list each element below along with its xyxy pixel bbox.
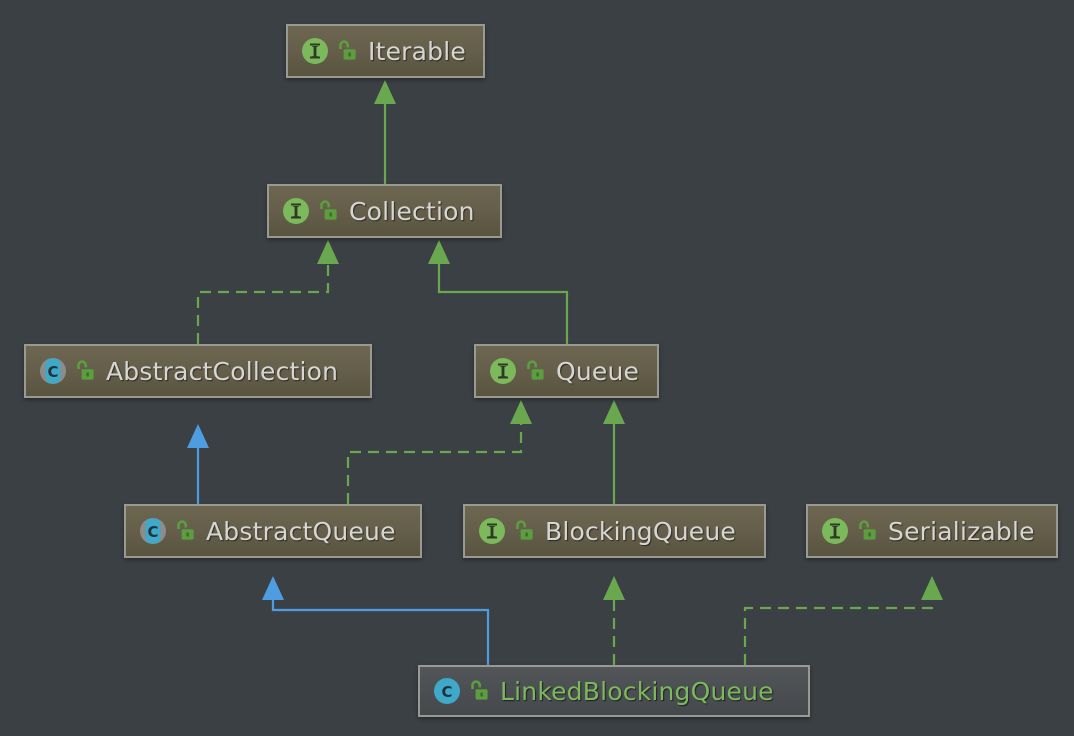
class-node-queue[interactable]: I Queue (474, 344, 659, 398)
edge-arrowhead (374, 80, 396, 104)
interface-icon: I (281, 196, 311, 226)
svg-text:I: I (292, 203, 299, 221)
edge-queue-to-collection (428, 240, 569, 344)
svg-text:I: I (499, 363, 506, 381)
edge-blocking-queue-to-queue (603, 400, 625, 504)
interface-icon: I (300, 36, 330, 66)
edge-abstract-queue-to-abstract-collection (187, 424, 209, 504)
class-node-iterable[interactable]: I Iterable (286, 24, 485, 78)
class-node-label: AbstractQueue (206, 516, 396, 546)
edge-line (196, 248, 330, 344)
edge-arrowhead (262, 576, 284, 600)
edge-line (743, 584, 934, 665)
interface-icon: I (477, 516, 507, 546)
unlocked-padlock-icon (524, 359, 546, 383)
interface-icon: I (820, 516, 850, 546)
svg-text:I: I (311, 43, 318, 61)
class-node-label: AbstractCollection (106, 356, 339, 386)
class-icon: C (432, 676, 462, 706)
unlocked-padlock-icon (317, 199, 339, 223)
unlocked-padlock-icon (468, 679, 490, 703)
class-node-serializable[interactable]: I Serializable (806, 504, 1058, 558)
svg-text:C: C (47, 363, 58, 381)
unlocked-padlock-icon (336, 39, 358, 63)
class-node-label: Iterable (368, 36, 466, 66)
class-node-label: LinkedBlockingQueue (500, 676, 774, 706)
edge-line (271, 584, 490, 665)
edge-arrowhead (428, 240, 450, 264)
unlocked-padlock-icon (74, 359, 96, 383)
class-node-abstract-queue[interactable]: C AbstractQueue (124, 504, 422, 558)
edge-abstract-queue-to-queue (346, 400, 532, 504)
edge-linked-blocking-queue-to-abstract-queue (262, 576, 490, 665)
abstract-class-icon: C (138, 516, 168, 546)
edge-arrowhead (603, 576, 625, 600)
class-node-label: Serializable (888, 516, 1035, 546)
unlocked-padlock-icon (174, 519, 196, 543)
class-node-label: Queue (556, 356, 640, 386)
class-node-abstract-collection[interactable]: C AbstractCollection (24, 344, 372, 398)
edge-linked-blocking-queue-to-serializable (743, 576, 943, 665)
edge-arrowhead (317, 240, 339, 264)
edge-line (346, 408, 523, 504)
svg-text:C: C (147, 523, 158, 541)
svg-text:C: C (441, 683, 452, 701)
edge-collection-to-iterable (374, 80, 396, 184)
class-node-linked-blocking-queue[interactable]: C LinkedBlockingQueue (418, 665, 810, 717)
unlocked-padlock-icon (513, 519, 535, 543)
class-node-collection[interactable]: I Collection (267, 184, 502, 238)
edge-arrowhead (187, 424, 209, 448)
edge-arrowhead (921, 576, 943, 600)
edge-arrowhead (510, 400, 532, 424)
abstract-class-icon: C (38, 356, 68, 386)
edge-line (437, 248, 569, 344)
svg-text:I: I (831, 523, 838, 541)
edge-abstract-collection-to-collection (196, 240, 339, 344)
edge-linked-blocking-queue-to-blocking-queue (603, 576, 625, 665)
unlocked-padlock-icon (856, 519, 878, 543)
svg-text:I: I (488, 523, 495, 541)
class-node-label: BlockingQueue (545, 516, 737, 546)
class-node-blocking-queue[interactable]: I BlockingQueue (463, 504, 766, 558)
interface-icon: I (488, 356, 518, 386)
class-node-label: Collection (349, 196, 475, 226)
edge-arrowhead (603, 400, 625, 424)
